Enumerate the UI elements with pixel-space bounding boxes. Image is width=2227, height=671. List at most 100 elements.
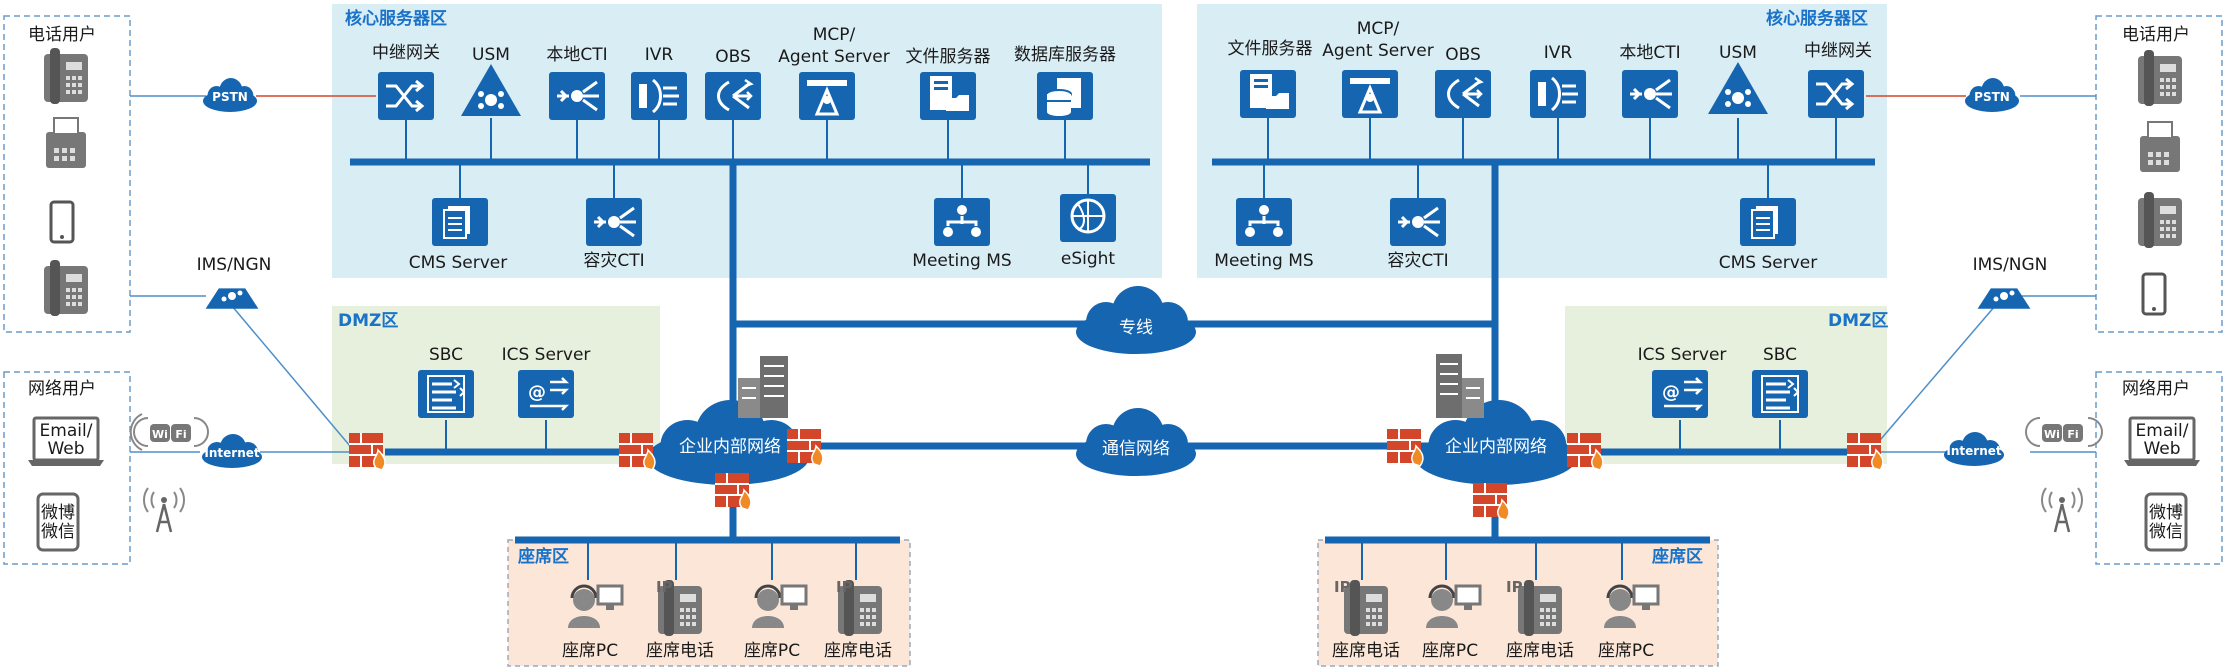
label-database-server-left: 数据库服务器	[1014, 45, 1116, 65]
label-web-right: Web	[2143, 439, 2180, 459]
icon-sbc-right	[1752, 370, 1808, 418]
ip-badge: IP	[1334, 578, 1351, 596]
icon-ics-server-right	[1652, 370, 1708, 418]
zone-title-core-left: 核心服务器区	[345, 8, 447, 29]
icon-obs-right	[1435, 70, 1491, 118]
zone-title-phone-users-left: 电话用户	[28, 25, 96, 45]
label-mcp-left: MCP/	[813, 25, 856, 45]
label-agent-right-1: 座席电话	[1332, 641, 1400, 661]
icon-local-cti-left	[549, 72, 605, 120]
icon-ivr-right	[1530, 70, 1586, 118]
firewall-icon	[618, 432, 656, 471]
icon-file-server-right	[1240, 70, 1296, 118]
icon-meeting-ms-right	[1236, 198, 1292, 246]
label-wifi-fi-right: Fi	[2067, 428, 2078, 441]
drop-lines	[405, 118, 1837, 580]
label-dr-cti-left: 容灾CTI	[583, 251, 644, 271]
label-cms-server-right: CMS Server	[1719, 253, 1817, 273]
firewall-icon	[714, 472, 752, 511]
net-users-box-left	[3, 371, 131, 565]
label-comm-network: 通信网络	[1102, 439, 1170, 459]
label-sbc-right: SBC	[1763, 345, 1797, 365]
deskphone-icon	[44, 260, 88, 316]
label-trunk-gateway-left: 中继网关	[372, 43, 440, 63]
label-meeting-ms-right: Meeting MS	[1214, 251, 1313, 271]
label-internet-right: Internet	[1946, 444, 2001, 458]
zone-title-core-right: 核心服务器区	[1766, 8, 1868, 29]
laptop-icon	[28, 416, 104, 466]
ip-badge: IP	[1506, 578, 1523, 596]
icon-dr-cti-right	[1390, 198, 1446, 246]
label-local-cti-right: 本地CTI	[1619, 43, 1680, 63]
smartphone-icon	[2144, 492, 2188, 552]
icon-ims-left-gears	[221, 290, 243, 302]
fax-icon	[2140, 121, 2180, 172]
label-esight-left: eSight	[1061, 249, 1116, 269]
label-intranet-right: 企业内部网络	[1445, 437, 1547, 457]
firewall-icon	[1386, 428, 1424, 467]
icon-mcp-left	[799, 72, 855, 120]
label-internet-left: Internet	[204, 446, 259, 460]
label-file-server-right: 文件服务器	[1228, 39, 1313, 59]
building-icon-right	[1436, 354, 1484, 418]
mobile-phone-icon	[2141, 272, 2167, 316]
icon-trunk-gateway-left	[378, 72, 434, 120]
label-agent-left-2: 座席电话	[646, 641, 714, 661]
mobile-phone-icon	[49, 200, 75, 244]
label-pstn-left: PSTN	[212, 90, 248, 104]
deskphone-icon	[2138, 50, 2182, 106]
firewall-icon	[1566, 432, 1604, 471]
dmz-zone-right	[1565, 306, 1887, 464]
icon-cms-server-left	[432, 198, 488, 246]
icon-sbc-left	[418, 370, 474, 418]
label-agent-left-4: 座席电话	[824, 641, 892, 661]
firewall-icon	[786, 428, 824, 467]
laptop-icon	[2124, 416, 2200, 466]
label-wifi-wi-right: Wi	[2044, 428, 2060, 441]
label-ivr-left: IVR	[645, 45, 674, 65]
label-usm-right: USM	[1719, 43, 1757, 63]
icon-cms-server-right	[1740, 198, 1796, 246]
label-web-left: Web	[47, 439, 84, 459]
icon-meeting-ms-left	[934, 198, 990, 246]
icon-ics-server-left	[518, 370, 574, 418]
smartphone-icon	[36, 492, 80, 552]
zone-title-agent-left: 座席区	[518, 546, 569, 567]
label-obs-right: OBS	[1445, 45, 1481, 65]
label-sbc-left: SBC	[429, 345, 463, 365]
label-ics-server-right: ICS Server	[1638, 345, 1727, 365]
label-agent-right-3: 座席电话	[1506, 641, 1574, 661]
label-local-cti-left: 本地CTI	[546, 45, 607, 65]
firewall-icon	[348, 432, 386, 471]
icon-esight-left	[1060, 194, 1116, 242]
label-dr-cti-right: 容灾CTI	[1387, 251, 1448, 271]
label-agent-left-1: 座席PC	[562, 641, 618, 661]
label-agent-left-3: 座席PC	[744, 641, 800, 661]
wifi-icon-left	[129, 413, 209, 451]
net-users-box-right	[2095, 371, 2223, 565]
icon-database-server-left	[1037, 72, 1093, 120]
zone-title-agent-right: 座席区	[1652, 546, 1703, 567]
ip-badge: IP	[656, 578, 673, 596]
label-mcp-right: MCP/	[1357, 19, 1400, 39]
ip-phone-icon	[1344, 580, 1388, 636]
label-obs-left: OBS	[715, 47, 751, 67]
label-agent-right-2: 座席PC	[1422, 641, 1478, 661]
label-ivr-right: IVR	[1544, 43, 1573, 63]
wifi-icon-right	[2025, 417, 2103, 447]
label-trunk-gateway-right: 中继网关	[1804, 41, 1872, 61]
label-usm-left: USM	[472, 45, 510, 65]
label-file-server-left: 文件服务器	[906, 47, 991, 67]
phone-users-box-right	[2095, 15, 2223, 333]
firewall-icon	[1472, 482, 1510, 521]
deskphone-icon	[44, 48, 88, 104]
fax-icon	[46, 117, 86, 168]
antenna-icon-right	[2041, 487, 2083, 533]
label-email-right: Email/	[2136, 421, 2189, 441]
label-ims-right: IMS/NGN	[1973, 255, 2048, 275]
ip-badge: IP	[836, 578, 853, 596]
icon-local-cti-right	[1622, 70, 1678, 118]
label-wifi-fi-left: Fi	[175, 428, 186, 441]
zone-title-net-users-left: 网络用户	[28, 379, 96, 399]
